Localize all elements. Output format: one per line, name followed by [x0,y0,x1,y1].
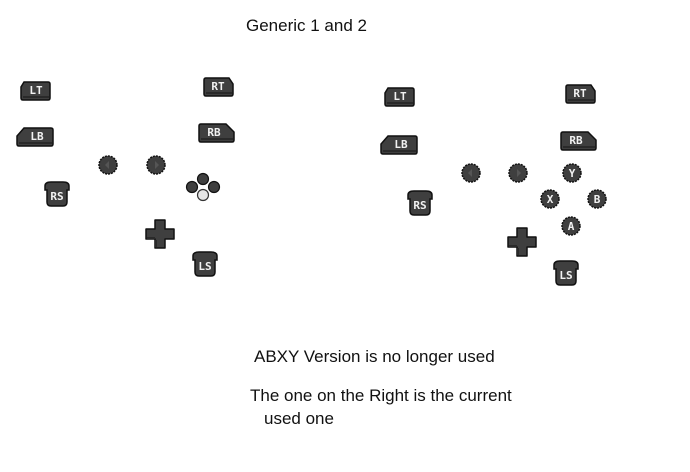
back-button[interactable] [460,162,482,184]
dpad-icon [145,219,175,249]
x-button[interactable]: X [539,188,561,210]
a-button[interactable]: A [560,215,582,237]
y-label: Y [569,167,576,180]
face-button-bottom-highlighted[interactable] [196,188,210,202]
start-button[interactable] [507,162,529,184]
note-abxy-deprecated: ABXY Version is no longer used [254,347,495,366]
start-button[interactable] [145,154,167,176]
face-button-right[interactable] [207,180,221,194]
rt-label: RT [211,80,225,93]
face-button-left[interactable] [185,180,199,194]
rb-label: RB [207,126,221,139]
lt-label: LT [29,84,43,97]
rb-label: RB [569,134,583,147]
a-label: A [568,220,575,233]
lb-label: LB [30,130,44,143]
x-label: X [547,193,554,206]
dpad-button[interactable] [506,226,538,258]
page-title: Generic 1 and 2 [246,16,367,35]
ls-button[interactable]: LS [552,260,580,286]
lt-button[interactable]: LT [20,80,52,102]
dpad-button[interactable] [144,218,176,250]
b-label: B [594,193,601,206]
rt-label: RT [573,87,587,100]
b-button[interactable]: B [586,188,608,210]
note-current-line1: The one on the Right is the current [250,386,512,405]
dpad-icon [507,227,537,257]
back-icon [105,161,109,169]
rs-label: RS [50,190,63,203]
face-buttons-blank [185,172,221,202]
start-icon [155,161,159,169]
lt-button[interactable]: LT [384,86,416,108]
lb-button[interactable]: LB [16,126,54,148]
rb-button[interactable]: RB [198,122,236,144]
rs-label: RS [413,199,426,212]
note-current-line2: used one [264,409,334,428]
ls-button[interactable]: LS [191,251,219,277]
start-icon [517,169,521,177]
back-button[interactable] [97,154,119,176]
rt-button[interactable]: RT [565,83,597,105]
rt-button[interactable]: RT [203,76,235,98]
rs-button[interactable]: RS [43,181,71,207]
ls-label: LS [198,260,211,273]
lt-label: LT [393,90,407,103]
rs-button[interactable]: RS [406,190,434,216]
face-button-top[interactable] [196,172,210,186]
lb-button[interactable]: LB [380,134,418,156]
y-button[interactable]: Y [561,162,583,184]
rb-button[interactable]: RB [560,130,598,152]
ls-label: LS [559,269,572,282]
lb-label: LB [394,138,408,151]
back-icon [468,169,472,177]
